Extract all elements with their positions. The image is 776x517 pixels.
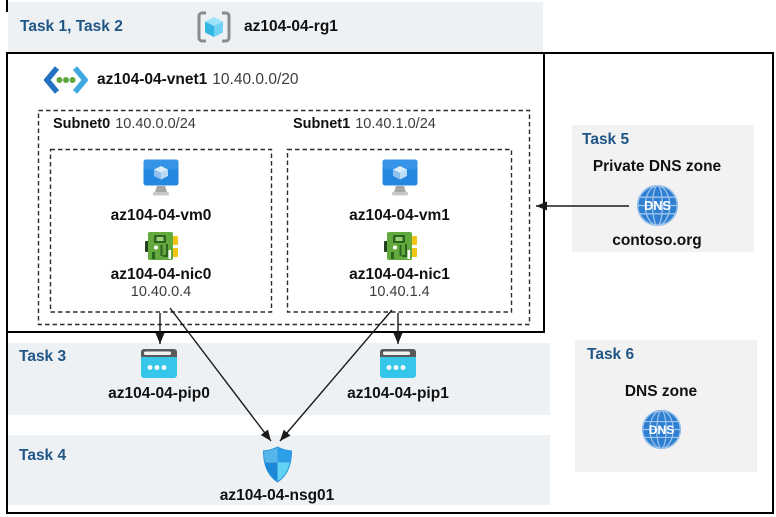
virtual-network-icon xyxy=(44,66,88,94)
pip-name: az104-04-pip0 xyxy=(108,385,210,402)
nsg-shield-icon xyxy=(262,446,292,483)
dns-globe-icon: DNS xyxy=(636,184,678,227)
task-1-2-label: Task 1, Task 2 xyxy=(20,18,123,35)
vm-icon xyxy=(143,159,179,196)
dns-icon-label: DNS xyxy=(644,199,671,213)
private-dns-zone-title: Private DNS zone xyxy=(592,158,722,175)
task-6-label: Task 6 xyxy=(587,346,635,363)
public-ip-icon xyxy=(380,349,416,378)
nic-ip: 10.40.1.4 xyxy=(369,284,430,300)
task-6-panel: Task 6 DNS zone DNS xyxy=(575,340,757,472)
subnet1-group: az104-04-vm1 az104-04-nic1 10.40.1.4 xyxy=(287,149,512,312)
nic-ip: 10.40.0.4 xyxy=(130,284,192,300)
dns-zone-title: DNS zone xyxy=(624,383,698,400)
pip1-group: az104-04-pip1 xyxy=(334,349,462,403)
task-3-band: Task 3 az104-04-pip0 az104-04-pip1 xyxy=(8,343,550,415)
pip0-group: az104-04-pip0 xyxy=(95,349,223,403)
dns-icon-label: DNS xyxy=(648,423,674,437)
dns-globe-icon: DNS xyxy=(641,409,681,450)
vnet-header: az104-04-vnet1 10.40.0.0/20 xyxy=(44,66,299,94)
border-stub xyxy=(6,0,8,12)
subnet0-name: Subnet0 xyxy=(53,116,111,132)
subnet1-name: Subnet1 xyxy=(293,116,351,132)
vnet-name: az104-04-vnet1 xyxy=(97,71,208,88)
resource-group-icon xyxy=(197,11,231,43)
vnet-box xyxy=(6,52,545,333)
private-dns-zone-name: contoso.org xyxy=(612,232,702,249)
subnet0-cidr: 10.40.0.0/24 xyxy=(115,116,196,132)
subnet1-label: Subnet1 10.40.1.0/24 xyxy=(293,116,436,132)
nic-name: az104-04-nic1 xyxy=(349,266,450,283)
nic-icon xyxy=(383,232,417,260)
task-1-2-band: Task 1, Task 2 az104-04-rg1 xyxy=(8,2,543,52)
nsg-group: az104-04-nsg01 xyxy=(213,446,341,505)
subnet1-cidr: 10.40.1.0/24 xyxy=(355,116,436,132)
vnet-cidr: 10.40.0.0/20 xyxy=(212,71,299,88)
vm-name: az104-04-vm1 xyxy=(349,207,450,224)
subnet0-label: Subnet0 10.40.0.0/24 xyxy=(53,116,196,132)
task-3-label: Task 3 xyxy=(19,348,67,365)
task-5-panel: Task 5 Private DNS zone DNS contoso.org xyxy=(572,125,754,252)
public-ip-icon xyxy=(141,349,177,378)
nic-icon xyxy=(145,232,178,260)
task-4-label: Task 4 xyxy=(19,447,67,464)
task-5-content: Private DNS zone DNS contoso.org xyxy=(572,158,742,250)
task-4-band: Task 4 az104-04-nsg01 xyxy=(8,435,550,505)
pip-name: az104-04-pip1 xyxy=(347,385,449,402)
vm-icon xyxy=(382,159,417,196)
nsg-name: az104-04-nsg01 xyxy=(219,487,335,504)
subnet0-group: az104-04-vm0 az104-04-nic0 10.40.0.4 xyxy=(50,149,272,312)
task-5-label: Task 5 xyxy=(582,131,630,148)
vm-name: az104-04-vm0 xyxy=(110,207,212,224)
nic-name: az104-04-nic0 xyxy=(110,266,212,283)
task-6-content: DNS zone DNS xyxy=(575,383,747,450)
resource-group-name: az104-04-rg1 xyxy=(244,18,338,35)
